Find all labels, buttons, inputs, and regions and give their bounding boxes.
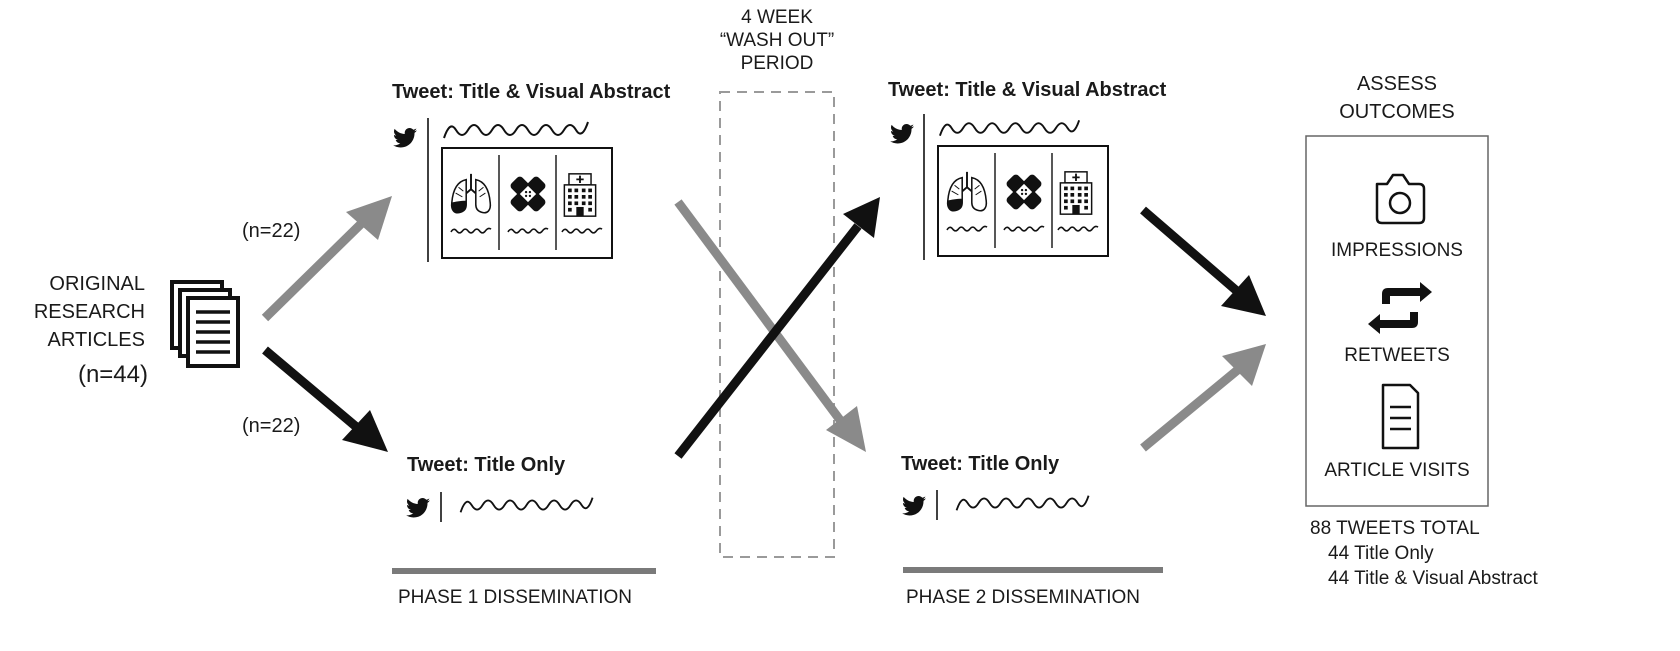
totals-line3: 44 Title & Visual Abstract <box>1328 568 1539 589</box>
phase2-label: PHASE 2 DISSEMINATION <box>906 587 1140 608</box>
outcomes-heading-line2: OUTCOMES <box>1339 101 1455 123</box>
phase2-title-only: Tweet: Title Only <box>901 453 1060 475</box>
tweet-text-squiggle <box>459 496 594 514</box>
retweet-icon <box>1368 282 1432 334</box>
phase1-title-only-tweet: Tweet: Title Only <box>406 454 594 522</box>
document-icon <box>1381 383 1420 450</box>
phase1-visual-tweet: Tweet: Title & Visual Abstract <box>392 81 671 262</box>
phase2-title-only-tweet: Tweet: Title Only <box>901 453 1090 520</box>
hospital-icon <box>563 172 597 218</box>
phase1-label: PHASE 1 DISSEMINATION <box>398 587 632 608</box>
arrow-to-phase1-title <box>262 346 388 452</box>
outcomes-heading-line1: ASSESS <box>1357 73 1437 95</box>
washout-line1: 4 WEEK <box>741 7 813 28</box>
arrow-phase1-visual-to-phase2-title <box>674 199 866 452</box>
twitter-bird-icon <box>902 496 926 516</box>
phase2-visual-tweet: Tweet: Title & Visual Abstract <box>888 79 1167 260</box>
totals-line1: 88 TWEETS TOTAL <box>1310 518 1480 539</box>
arrow-to-phase1-visual <box>261 196 392 322</box>
tweet-text-squiggle <box>443 121 589 139</box>
source-line1: ORIGINAL <box>49 273 145 295</box>
tweet-text-squiggle <box>955 494 1090 512</box>
phase1-title-only: Tweet: Title Only <box>407 454 566 476</box>
outcomes-panel: ASSESS OUTCOMES IMPRESSIONS RETWEETS ART… <box>1305 73 1489 507</box>
source-line3: ARTICLES <box>48 329 145 351</box>
arrow-phase2-title-to-outcomes <box>1140 344 1266 452</box>
twitter-bird-icon <box>406 498 430 518</box>
outcome-retweets: RETWEETS <box>1344 345 1450 366</box>
source-articles: ORIGINAL RESEARCH ARTICLES (n=44) <box>34 273 240 388</box>
totals-line2: 44 Title Only <box>1328 543 1434 564</box>
camera-icon <box>1375 173 1426 225</box>
washout-line2: “WASH OUT” <box>720 30 834 51</box>
arrow-phase1-title-to-phase2-visual <box>674 197 880 459</box>
hospital-icon <box>1059 170 1093 216</box>
tweet-text-squiggle <box>938 119 1081 137</box>
phase1-visual-title: Tweet: Title & Visual Abstract <box>392 81 671 103</box>
outcome-impressions: IMPRESSIONS <box>1331 240 1463 261</box>
documents-icon <box>170 280 240 368</box>
source-count: (n=44) <box>78 361 148 388</box>
twitter-bird-icon <box>393 128 417 148</box>
upper-split-count: (n=22) <box>242 220 300 242</box>
tweets-totals: 88 TWEETS TOTAL 44 Title Only 44 Title &… <box>1310 518 1539 589</box>
source-line2: RESEARCH <box>34 301 145 323</box>
outcome-article-visits: ARTICLE VISITS <box>1324 460 1469 481</box>
washout-box <box>719 91 835 558</box>
twitter-bird-icon <box>890 124 914 144</box>
lower-split-count: (n=22) <box>242 415 300 437</box>
phase2-visual-title: Tweet: Title & Visual Abstract <box>888 79 1167 101</box>
washout-line3: PERIOD <box>741 53 814 74</box>
arrow-phase2-visual-to-outcomes <box>1140 206 1266 316</box>
washout-period: 4 WEEK “WASH OUT” PERIOD <box>719 7 835 558</box>
